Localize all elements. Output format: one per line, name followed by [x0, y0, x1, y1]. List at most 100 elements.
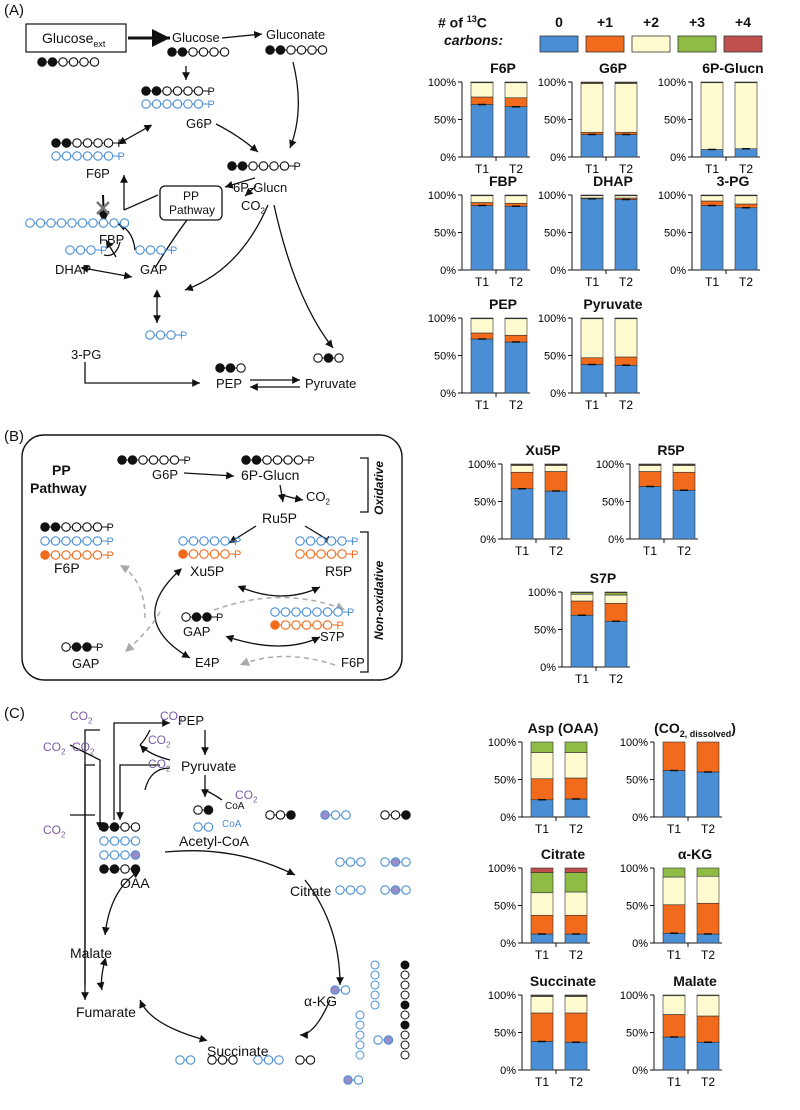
fbp-a-carbon-8 [109, 218, 119, 228]
node-3pg: 3-PG [71, 347, 102, 362]
svg-text:P: P [294, 161, 301, 173]
node-gap-b2: GAP [72, 656, 100, 671]
gap-b2-carbon-1 [71, 642, 82, 652]
pg3-a-carbon-0 [145, 330, 155, 340]
akg-vchain-0-carbon-4 [400, 1000, 410, 1010]
x-tick-label-3-1: T2 [509, 275, 523, 289]
bar-1-T1-0 [580, 134, 604, 158]
co2-label-a: CO2 [241, 198, 265, 216]
s7p-b2-carbon-5 [322, 620, 333, 630]
akg-vchain-3-carbon-2 [355, 1030, 365, 1040]
x-tick-label-0-0: T1 [475, 162, 489, 176]
bar-7-T2-+2 [614, 318, 638, 358]
bar-10-T1-0 [570, 614, 594, 668]
fbp-a-carbon-1 [35, 218, 46, 228]
y-tick-label-10-1: 50% [534, 625, 556, 637]
svg-text:P: P [118, 151, 125, 163]
oaa-1-carbon-0 [99, 822, 109, 832]
x-tick-label-12-0: T1 [667, 822, 681, 836]
node-dhap: DHAP [55, 262, 92, 277]
citrate-3-carbon-1 [390, 810, 401, 820]
fbp-a-carbon-7 [98, 218, 109, 228]
node-oaa: OAA [120, 875, 150, 891]
f6p-a1-carbon-4 [93, 138, 103, 148]
bar-13-T1-+3 [530, 872, 554, 894]
dhap-a-carbon-2 [86, 245, 96, 255]
x-tick-label-4-0: T1 [585, 275, 599, 289]
bar-11-T1-+2 [530, 752, 554, 780]
s7p-b1-carbon-4 [312, 607, 322, 617]
succ-2-carbon-1 [217, 1055, 228, 1065]
g6p-a1-carbon-0 [141, 86, 151, 96]
node-succinate: Succinate [207, 1043, 269, 1059]
svg-text:P: P [184, 455, 191, 467]
node-gap: GAP [140, 262, 168, 277]
coa-label-1: CoA [225, 801, 245, 812]
oaa-4-carbon-1 [109, 864, 120, 874]
panel-label-b: (B) [4, 428, 24, 445]
y-tick-label-5-0: 0% [670, 265, 686, 277]
svg-text:P: P [234, 549, 241, 561]
node-gluconate: Gluconate [266, 27, 326, 42]
akg-vchain-1-carbon-4 [370, 1000, 380, 1010]
oaa-1-carbon-2 [120, 822, 130, 832]
node-pep: PEP [216, 376, 243, 391]
bar-6-T2-+1 [504, 334, 528, 343]
y-tick-label-12-2: 100% [620, 737, 648, 749]
node-fbp: FBP [99, 232, 125, 247]
bar-15-T2-0 [564, 1041, 588, 1071]
y-tick-label-6-0: 0% [440, 388, 456, 400]
oaa-3-carbon-0 [99, 850, 109, 860]
chart-title-4: DHAP [593, 173, 633, 189]
bar-0-T1-0 [470, 104, 494, 158]
bar-1-T2-+4 [614, 81, 638, 84]
fbp-a-carbon-6 [88, 218, 98, 228]
glucn6p-a-carbon-5 [279, 161, 290, 171]
glucn6p-a-carbon-3 [258, 161, 269, 171]
chart-title-2: 6P-Glucn [702, 60, 764, 76]
chart-title-16: Malate [673, 973, 717, 989]
pp-pathway-box [159, 185, 223, 221]
glucose-ext-box [25, 23, 127, 53]
bar-13-T1-0 [530, 933, 554, 944]
co2-c-7: CO2 [235, 788, 258, 805]
node-glucose: Glucose [172, 30, 220, 45]
f6p-b1-carbon-5 [92, 522, 103, 532]
node-g6p: G6P [186, 116, 213, 131]
legend-label-0: 0 [555, 14, 563, 30]
glucose-carbon-2 [188, 47, 198, 57]
y-tick-label-8-2: 100% [468, 459, 496, 471]
chart-title-0: F6P [490, 60, 516, 76]
y-tick-label-16-1: 50% [626, 1028, 648, 1040]
fbp-a-carbon-9 [119, 218, 130, 228]
bar-9-T1-+2 [638, 465, 662, 472]
f6p-a2-carbon-1 [61, 151, 72, 161]
citrate-2-carbon-2 [341, 810, 351, 820]
bar-1-T2-+2 [614, 83, 638, 133]
y-tick-label-12-0: 0% [632, 812, 648, 824]
bar-0-T2-+1 [504, 97, 528, 108]
legend-swatch-0 [539, 35, 579, 53]
x-tick-label-14-0: T1 [667, 948, 681, 962]
s7p-b1-carbon-5 [322, 607, 333, 617]
akg-vchain-2-carbon-0 [400, 1010, 410, 1020]
f6p-b2-carbon-5 [92, 536, 103, 546]
bar-8-T1-0 [510, 488, 534, 540]
bar-13-T1-+1 [530, 914, 554, 935]
f6p-b3-carbon-2 [61, 550, 71, 560]
succ-4-carbon-0 [295, 1055, 305, 1065]
bar-13-T2-+1 [564, 914, 588, 935]
y-tick-label-8-0: 0% [480, 534, 496, 546]
svg-text:P: P [100, 245, 107, 257]
s7p-b2-carbon-2 [291, 620, 301, 630]
citrate-5-carbon-0 [380, 857, 390, 867]
succ-3-carbon-1 [263, 1055, 274, 1065]
g6p-a2-carbon-3 [172, 99, 183, 109]
gluconate-carbon-5 [317, 45, 328, 55]
oaa-4-carbon-2 [120, 864, 130, 874]
r5p-b2-carbon-2 [316, 549, 326, 559]
bar-14-T2-0 [696, 933, 720, 944]
bar-4-T2-0 [614, 199, 638, 271]
panel-label-c: (C) [4, 705, 25, 722]
